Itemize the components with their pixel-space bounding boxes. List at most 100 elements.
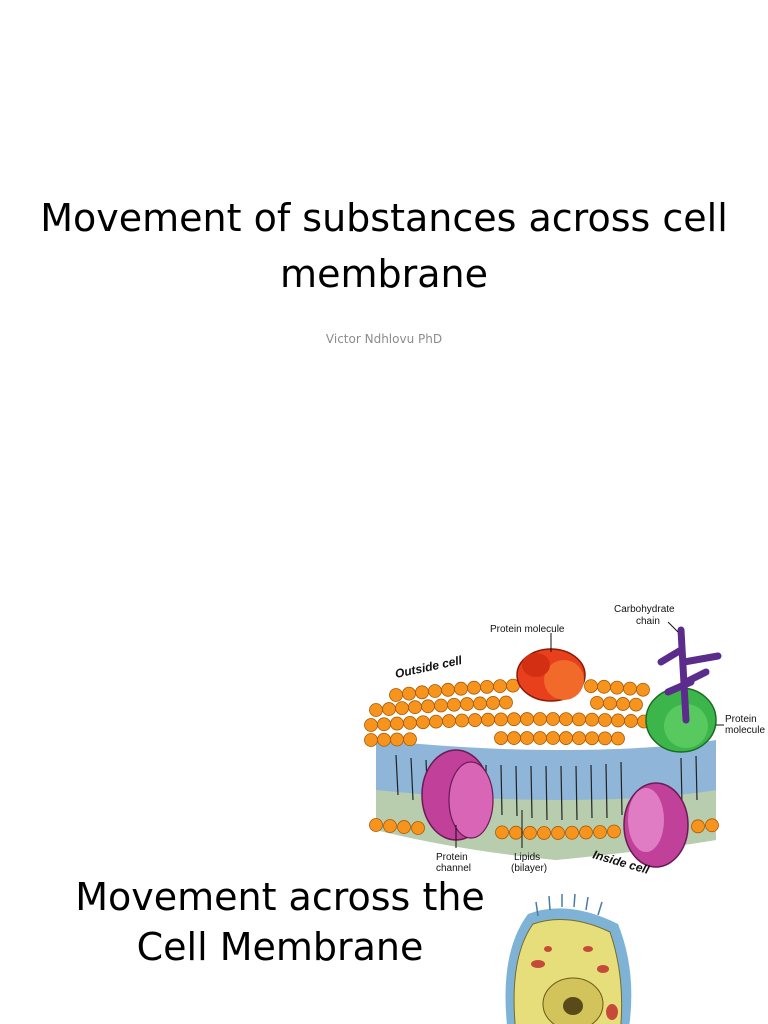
lipid-head [537,826,551,840]
animal-cell-illustration [505,894,632,1024]
lipid-head [629,697,643,712]
lipid-head [415,685,429,700]
slide2-title-line1: Movement across the [75,875,485,919]
lipid-head [509,825,523,840]
lipid-heads [364,678,719,840]
lipid-head [598,731,612,746]
lipid-head [616,697,630,711]
cilia [535,894,603,917]
lipid-head [473,696,487,711]
lipid-head [585,731,599,746]
lipid-head [533,731,547,745]
lipid-head [395,701,409,715]
lipid-head [447,697,461,712]
protein-molecule-top [516,648,586,702]
lipid-head [429,714,443,729]
lipid-head [494,731,508,746]
lipid-head [584,679,598,693]
lipid-head [481,712,495,727]
lipid-head [403,715,417,730]
label-protein-right-line1: Protein [725,714,757,725]
lipid-head [520,712,534,726]
content-slide: Outside cell Inside cell Protein molecul… [0,576,768,1024]
lipid-head [499,695,513,710]
slide-title: Movement of substances across cell membr… [40,196,728,296]
lipid-head [364,733,378,747]
label-protein-right-line2: molecule [725,725,765,736]
lipid-head [428,684,442,698]
lipid-head [533,712,547,726]
lipid-head [377,732,391,747]
lipid-head [565,825,579,840]
lipid-head [523,826,537,840]
carbohydrate-chain [657,626,722,724]
lipid-head [507,712,521,727]
lipid-head [468,713,482,727]
lipid-head [416,715,430,730]
lipid-head [623,681,637,696]
lipid-head [421,699,435,714]
lipid-head [390,716,404,731]
lipid-head [454,681,468,696]
lipid-head [402,686,416,701]
lipid-head [441,682,455,697]
lipid-head [389,688,403,702]
lipid-head [390,732,404,747]
lipid-head [442,714,456,728]
lipid-head [691,819,705,834]
protein-channel [421,749,494,841]
lipid-head [460,697,474,711]
lipid-head [585,712,599,727]
lipid-head [610,680,624,695]
lipid-head [369,703,383,717]
label-carbohydrate-line1: Carbohydrate [614,604,675,615]
lipid-head [546,712,560,726]
lipid-head [364,718,378,732]
label-protein-molecule-top: Protein molecule [490,624,565,635]
lipid-head [411,821,425,835]
lipid-head [559,712,573,727]
lipid-head [636,682,650,697]
lipid-head [467,680,481,695]
lipid-head [408,700,422,715]
lipid-head [377,717,391,732]
label-protein-channel-line1: Protein [436,852,468,863]
slide2-title: Movement across the Cell Membrane [40,872,520,972]
lipid-head [455,713,469,728]
title-slide: Movement of substances across cell membr… [40,196,728,346]
lipid-head [705,818,719,833]
lipid-head [369,818,383,832]
lipid-head [572,731,586,746]
lipid-head [579,825,593,840]
label-outside-cell: Outside cell [394,653,464,681]
lipid-head [611,731,625,746]
lipid-head [546,731,560,745]
lipid-head [397,820,411,834]
lipid-head [593,825,607,839]
lipid-head [520,731,534,745]
leader-lines [455,621,724,848]
lipid-head [590,695,604,710]
protein-channel-right [623,782,689,868]
lipid-head [603,696,617,711]
lipid-head [507,731,521,745]
slide2-title-line2: Cell Membrane [136,925,424,969]
lipid-head [480,679,494,694]
label-lipids-line1: Lipids [514,852,540,863]
label-carbohydrate-line2: chain [636,616,660,627]
lipid-head [598,713,612,727]
lipid-head [572,712,586,727]
lipid-head [383,819,397,833]
lipid-head [607,824,621,839]
cell-membrane-diagram: Outside cell Inside cell Protein molecul… [364,604,765,877]
lipid-head [382,702,396,716]
lipid-head [559,731,573,745]
lipid-head [597,679,611,694]
lipid-head [551,826,565,840]
lipid-head [403,732,417,747]
lipid-head [493,679,507,694]
lipid-head [624,714,638,728]
lipid-head [486,696,500,710]
label-lipids-line2: (bilayer) [511,863,547,874]
lipid-head [494,712,508,727]
